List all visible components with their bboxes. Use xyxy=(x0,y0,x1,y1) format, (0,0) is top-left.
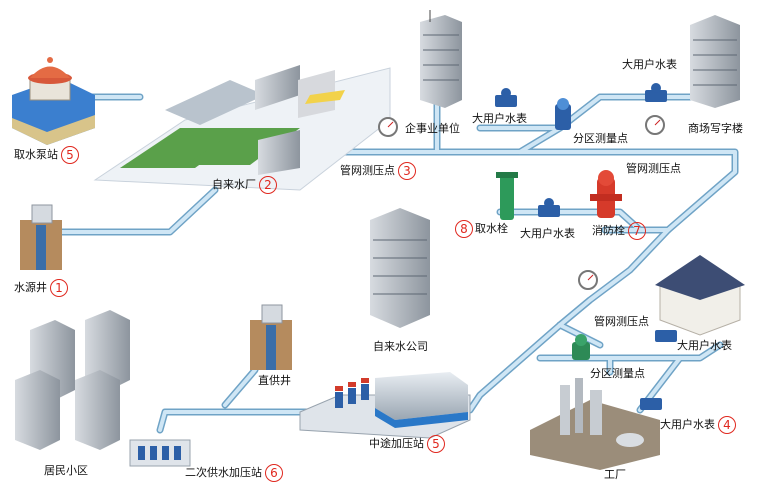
residential-buildings-illustration xyxy=(15,310,130,450)
badge-6: 6 xyxy=(265,464,283,482)
pressure-gauge-icon xyxy=(645,115,665,135)
enterprise-building-illustration xyxy=(420,10,462,108)
large-meter-label-top-right: 大用户水表 xyxy=(622,58,677,71)
badge-3: 3 xyxy=(398,162,416,180)
intake-pump-station-illustration xyxy=(12,57,95,145)
direct-well-label: 直供井 xyxy=(258,374,291,387)
large-meter-label-right: 大用户水表 xyxy=(677,339,732,352)
direct-well-illustration xyxy=(250,304,292,370)
badge-8: 8 xyxy=(455,220,473,238)
pressure-gauge-icon xyxy=(578,270,598,290)
pipe-network xyxy=(56,93,739,434)
pressure-gauge-icon xyxy=(378,117,398,137)
large-meter-label-mid: 大用户水表 xyxy=(520,227,575,240)
secondary-booster-illustration xyxy=(129,439,191,467)
district-meter-label-bottom: 分区测量点 xyxy=(590,367,645,380)
residential-label: 居民小区 xyxy=(44,464,88,477)
factory-illustration xyxy=(530,378,660,470)
water-company-building-illustration xyxy=(370,208,430,328)
pressure-point-label-3: 管网测压点 xyxy=(594,315,649,328)
enterprise-label: 企事业单位 xyxy=(405,122,460,135)
booster-station-illustration xyxy=(299,372,471,439)
water-meter-icon xyxy=(640,398,662,410)
fire-hydrant-illustration xyxy=(590,170,622,218)
villa-illustration xyxy=(655,255,745,336)
district-meter-label-top: 分区测量点 xyxy=(573,132,628,145)
flow-meter-icon xyxy=(572,334,590,360)
water-source-well-illustration xyxy=(20,204,62,270)
badge-4: 4 xyxy=(718,416,736,434)
waterworks-illustration xyxy=(93,65,391,191)
factory-label: 工厂 xyxy=(604,468,626,481)
badge-2: 2 xyxy=(259,176,277,194)
badge-5-booster: 5 xyxy=(427,435,445,453)
badge-5: 5 xyxy=(61,146,79,164)
flow-meter-icon xyxy=(555,98,571,130)
badge-1: 1 xyxy=(50,279,68,297)
mall-office-label: 商场写字楼 xyxy=(688,122,743,135)
water-meter-icon xyxy=(655,330,677,342)
large-meter-label-top: 大用户水表 xyxy=(472,112,527,125)
badge-7: 7 xyxy=(628,222,646,240)
water-meter-icon xyxy=(538,198,560,217)
water-company-label: 自来水公司 xyxy=(373,340,428,353)
pressure-point-label-2: 管网测压点 xyxy=(626,162,681,175)
meter-icons xyxy=(378,83,677,410)
mall-office-building-illustration xyxy=(690,15,740,108)
take-water-hydrant-illustration xyxy=(496,172,518,220)
water-meter-icon xyxy=(645,83,667,102)
water-meter-icon xyxy=(495,88,517,107)
